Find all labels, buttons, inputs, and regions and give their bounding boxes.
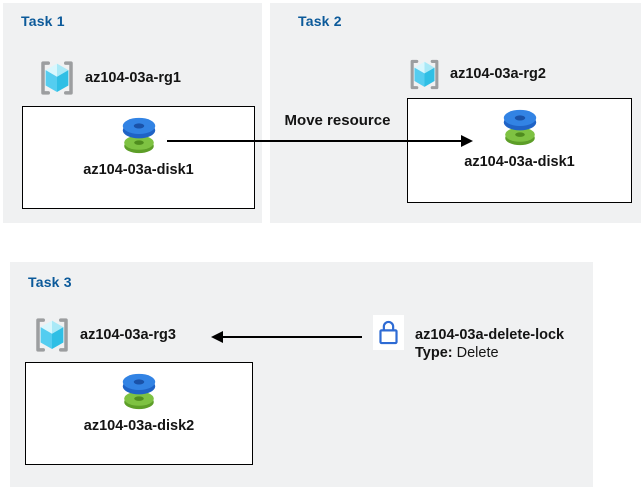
move-resource-label: Move resource (284, 112, 391, 129)
disk-icon (116, 114, 162, 156)
task2-panel: Task 2 az104-03a-rg2 (270, 3, 641, 223)
task2-resource-group-name: az104-03a-rg2 (450, 66, 546, 83)
delete-lock-arrow-line (222, 336, 362, 338)
task3-disk-name: az104-03a-disk2 (83, 418, 195, 434)
task1-resource-box: az104-03a-disk1 (22, 106, 255, 209)
task3-resource-group: az104-03a-rg3 (31, 314, 176, 356)
task1-panel: Task 1 az104-03a-rg1 (3, 3, 262, 223)
delete-lock-text: az104-03a-delete-lock Type: Delete (415, 315, 564, 362)
task2-title: Task 2 (298, 13, 342, 29)
resource-group-icon (406, 56, 443, 93)
task1-resource-group: az104-03a-rg1 (36, 57, 181, 99)
task1-title: Task 1 (21, 13, 65, 29)
task1-resource-group-name: az104-03a-rg1 (85, 69, 181, 86)
delete-lock-arrowhead-icon (211, 331, 223, 343)
task2-disk-name: az104-03a-disk1 (464, 154, 575, 170)
delete-lock-annotation: az104-03a-delete-lock Type: Delete (373, 315, 564, 362)
task3-resource-box: az104-03a-disk2 (25, 362, 253, 465)
task2-resource-box: az104-03a-disk1 (407, 98, 632, 203)
lock-icon (373, 315, 404, 350)
task3-resource-group-name: az104-03a-rg3 (80, 326, 176, 343)
resource-group-icon (36, 57, 78, 99)
delete-lock-type: Type: Delete (415, 345, 499, 361)
task2-resource-group: az104-03a-rg2 (406, 56, 546, 93)
delete-lock-name: az104-03a-delete-lock (415, 327, 565, 343)
move-resource-arrow-line (167, 140, 462, 142)
task3-panel: Task 3 az104-03a-rg3 (10, 262, 593, 487)
disk-icon (116, 370, 162, 412)
task3-title: Task 3 (28, 274, 72, 290)
disk-icon (497, 106, 543, 148)
move-resource-arrowhead-icon (461, 135, 473, 147)
resource-group-icon (31, 314, 73, 356)
task1-disk-name: az104-03a-disk1 (83, 162, 194, 178)
